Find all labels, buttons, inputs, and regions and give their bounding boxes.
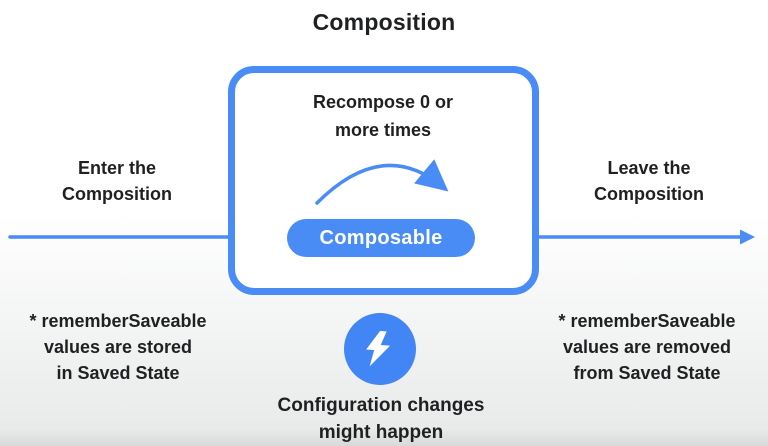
footnote-left-line2: values are stored bbox=[43, 337, 193, 357]
lightning-bolt-icon bbox=[366, 330, 391, 367]
recompose-label: Recompose 0 or more times bbox=[248, 88, 518, 144]
recompose-loop-arrow bbox=[315, 159, 449, 205]
recompose-line1: Recompose 0 or bbox=[312, 92, 454, 112]
configuration-change-label: Configuration changes might happen bbox=[251, 392, 511, 446]
configuration-change-badge bbox=[344, 313, 416, 385]
enter-label-line2: Composition bbox=[62, 184, 172, 204]
composable-pill: Composable bbox=[287, 219, 475, 257]
footnote-remember-saveable-removed: * rememberSaveable values are removed fr… bbox=[537, 308, 757, 386]
footnote-right-line3: from Saved State bbox=[573, 363, 721, 383]
enter-label-line1: Enter the bbox=[77, 158, 156, 178]
event-line1: Configuration changes bbox=[277, 395, 485, 416]
leave-composition-label: Leave the Composition bbox=[559, 155, 739, 207]
leave-label-line1: Leave the bbox=[607, 158, 691, 178]
footnote-remember-saveable-stored: * rememberSaveable values are stored in … bbox=[8, 308, 228, 386]
footnote-right-line2: values are removed bbox=[562, 337, 732, 357]
enter-composition-label: Enter the Composition bbox=[27, 155, 207, 207]
event-line2: might happen bbox=[318, 422, 444, 443]
footnote-left-line1: * rememberSaveable bbox=[29, 311, 207, 331]
recompose-line2: more times bbox=[334, 120, 432, 140]
footnote-right-line1: * rememberSaveable bbox=[558, 311, 736, 331]
leave-label-line2: Composition bbox=[594, 184, 704, 204]
footnote-left-line3: in Saved State bbox=[56, 363, 180, 383]
diagram-title: Composition bbox=[312, 9, 456, 35]
